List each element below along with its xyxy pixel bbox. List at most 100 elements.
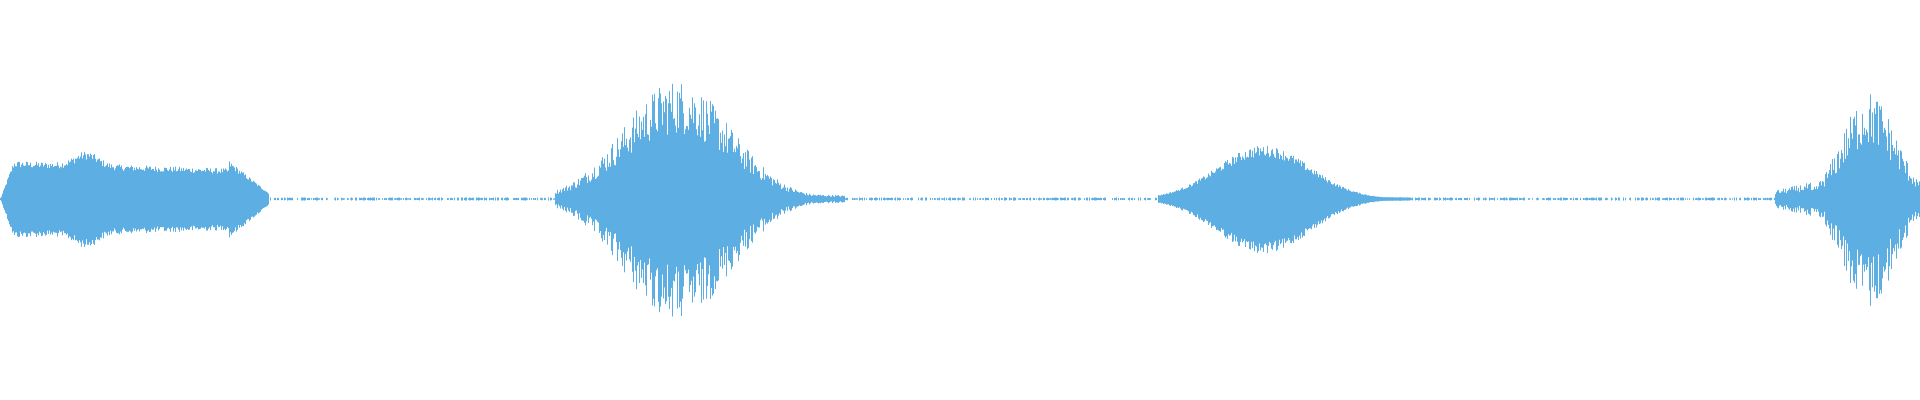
waveform-sample [727,152,728,247]
waveform-sample [780,183,781,215]
waveform-sample [1361,194,1362,204]
waveform-sample [1687,198,1688,200]
waveform-sample [242,172,243,226]
waveform-sample [625,145,626,255]
waveform-sample [1666,197,1667,201]
waveform-sample [59,168,60,231]
waveform-sample [1401,197,1402,201]
waveform-sample [1555,198,1556,200]
waveform-sample [1392,197,1393,201]
waveform-sample [601,160,602,239]
waveform-sample [1010,198,1011,200]
waveform-sample [39,166,40,232]
waveform-sample [1677,198,1678,200]
waveform-sample [115,168,116,231]
waveform-sample [438,197,439,201]
waveform-sample [0,198,1,201]
waveform-sample [1506,197,1507,201]
waveform-sample [53,167,54,232]
waveform-sample [1044,197,1045,201]
waveform-sample [596,178,597,221]
waveform-sample [220,172,221,226]
waveform-sample [1822,181,1823,218]
waveform-sample [842,195,843,203]
waveform-sample [8,177,9,222]
waveform-sample [199,169,200,230]
waveform-sample [238,173,239,225]
waveform-sample [1327,182,1328,216]
waveform-sample [1612,198,1613,200]
waveform-sample [335,197,336,201]
waveform-sample [65,165,66,234]
waveform-sample [1914,181,1915,217]
waveform-sample [1830,163,1831,235]
waveform-sample [1605,197,1606,201]
waveform-sample [1173,192,1174,206]
waveform-sample [572,185,573,213]
waveform-sample [673,118,674,281]
waveform-sample [806,192,807,206]
waveform-sample [370,197,371,201]
waveform-sample [1311,169,1312,230]
waveform-sample [1356,191,1357,207]
waveform-sample [1887,150,1888,249]
waveform-sample [1062,197,1063,201]
waveform-sample [759,171,760,228]
waveform-sample [1502,198,1503,200]
waveform-sample [1,196,2,202]
waveform-sample [457,197,458,201]
waveform-sample [1595,198,1596,200]
waveform-sample [1513,197,1514,201]
waveform-sample [25,165,26,234]
waveform-sample [1450,197,1451,201]
waveform-sample [639,116,640,283]
waveform-sample [1155,197,1156,201]
waveform-sample [1789,188,1790,210]
waveform-sample [568,187,569,211]
waveform-sample [1163,194,1164,205]
waveform-sample [1841,150,1842,249]
waveform-sample [1652,198,1653,200]
waveform-sample [452,198,453,200]
waveform-sample [1893,151,1894,248]
waveform-sample [508,198,509,200]
waveform-sample [907,197,908,201]
waveform-sample [663,101,664,299]
waveform-sample [396,198,397,200]
waveform-sample [692,97,693,303]
waveform-sample [1265,155,1266,244]
waveform-sample [1315,174,1316,225]
waveform-sample [773,179,774,219]
waveform-sample [78,156,79,243]
waveform-sample [1100,197,1101,201]
waveform-sample [1478,197,1479,201]
waveform-sample [1183,189,1184,209]
waveform-sample [347,197,348,201]
waveform-sample [224,169,225,229]
waveform-sample [1436,197,1437,201]
waveform-sample [1212,172,1213,227]
waveform-sample [1316,171,1317,228]
waveform-sample [962,197,963,201]
waveform-sample [920,198,921,200]
waveform-sample [608,166,609,232]
waveform-sample [1510,197,1511,201]
waveform-sample [859,197,860,201]
waveform-sample [218,171,219,228]
waveform-sample [813,194,814,204]
waveform-sample [1734,197,1735,201]
waveform-sample [1443,197,1444,201]
waveform-sample [854,197,855,201]
waveform-sample [360,197,361,201]
waveform-sample [205,171,206,227]
waveform-sample [1006,197,1007,201]
waveform-sample [194,172,195,227]
waveform-sample [196,170,197,229]
waveform-sample [466,197,467,201]
waveform-sample [779,184,780,214]
waveform-sample [1209,175,1210,224]
waveform-sample [1148,197,1149,201]
waveform-sample [350,198,351,200]
